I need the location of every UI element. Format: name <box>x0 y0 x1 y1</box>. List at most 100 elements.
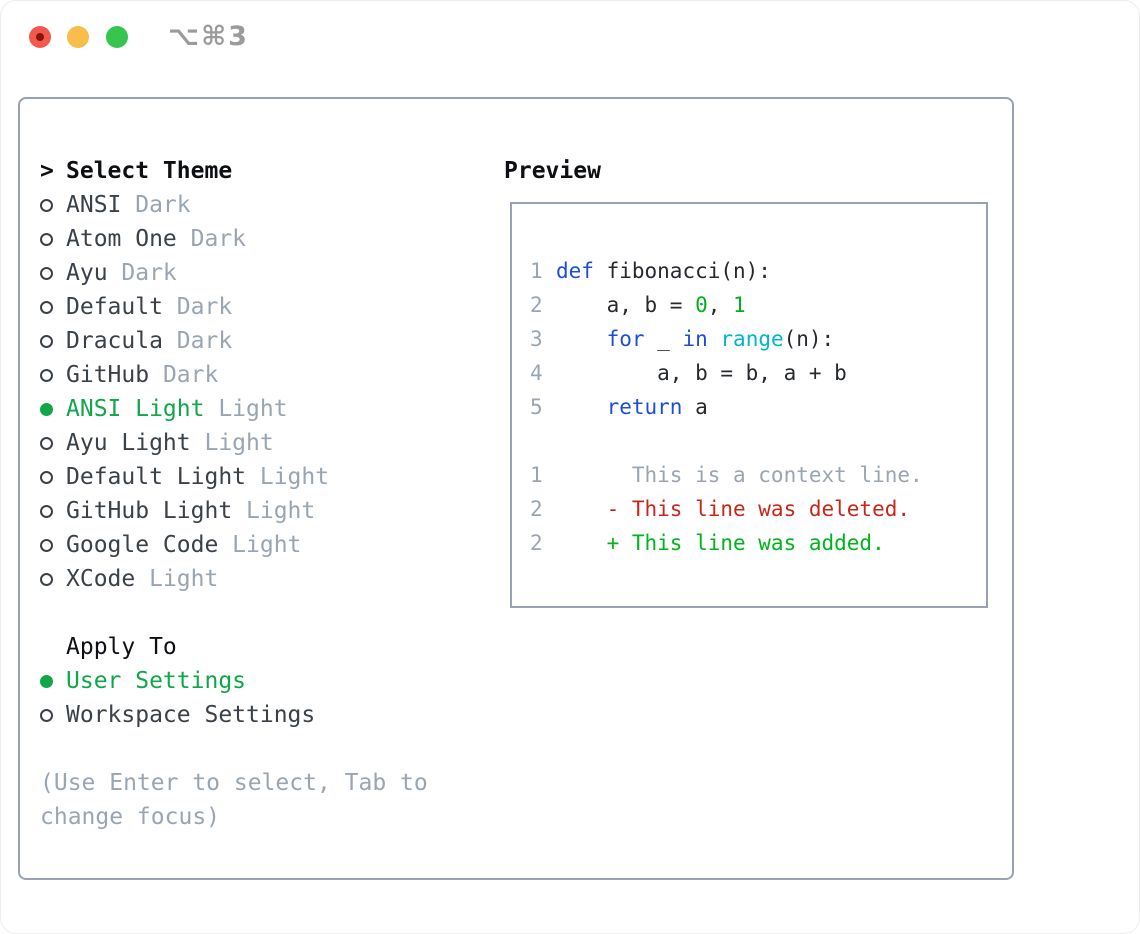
radio-unselected-icon <box>40 232 66 246</box>
theme-name: ANSI Light <box>66 396 205 422</box>
code-line: 4 a, b = b, a + b <box>530 356 980 390</box>
theme-variant: Dark <box>190 226 247 252</box>
theme-variant: Light <box>218 396 288 422</box>
line-number: 1 <box>530 463 543 487</box>
theme-variant: Light <box>149 566 219 592</box>
code-line: 5 return a <box>530 390 980 424</box>
diff-line: 2 + This line was added. <box>530 526 980 560</box>
radio-unselected-icon <box>40 368 66 382</box>
theme-variant: Light <box>259 464 330 490</box>
line-number: 2 <box>530 293 543 317</box>
spacer <box>40 596 428 630</box>
diff-example-block: 1 This is a context line.2 - This line w… <box>530 458 980 560</box>
theme-name: GitHub <box>66 362 150 388</box>
theme-list-title: Select Theme <box>66 158 233 184</box>
code-segment-num: 1 <box>733 293 746 317</box>
theme-variant: Dark <box>162 362 219 388</box>
focus-caret-icon: > <box>40 158 54 184</box>
radio-unselected-icon <box>40 436 66 450</box>
theme-name: Google Code <box>66 532 219 558</box>
theme-name: GitHub Light <box>66 498 233 524</box>
preview-title: Preview <box>504 158 601 184</box>
code-segment-del: - This line was deleted. <box>556 497 911 521</box>
radio-unselected-icon <box>40 198 66 212</box>
diff-line: 1 This is a context line. <box>530 458 980 492</box>
radio-selected-icon <box>40 674 66 688</box>
title-bar: ⌥⌘3 <box>0 0 1140 72</box>
theme-option-default[interactable]: Default Dark <box>40 290 428 324</box>
radio-unselected-icon <box>40 538 66 552</box>
radio-unselected-icon <box>40 300 66 314</box>
code-segment-plain: a, b = b, a + b <box>556 361 847 385</box>
theme-name: Dracula <box>66 328 163 354</box>
spacer <box>530 424 980 458</box>
code-line: 3 for _ in range(n): <box>530 322 980 356</box>
code-segment-plain: a, b = <box>556 293 696 317</box>
code-segment-builtin: range <box>720 327 784 351</box>
line-number: 3 <box>530 327 543 351</box>
theme-option-atom-one[interactable]: Atom One Dark <box>40 222 428 256</box>
theme-variant: Dark <box>176 294 233 320</box>
theme-variant: Dark <box>135 192 191 218</box>
radio-unselected-icon <box>40 708 66 722</box>
theme-name: ANSI <box>66 192 122 218</box>
code-segment-plain <box>556 322 607 356</box>
theme-name: XCode <box>66 566 136 592</box>
theme-name: Default <box>66 294 163 320</box>
keyboard-shortcut-label: ⌥⌘3 <box>168 21 249 52</box>
radio-unselected-icon <box>40 504 66 518</box>
theme-variant: Light <box>232 532 302 558</box>
code-segment-num: 0 <box>695 293 708 317</box>
code-segment-kw: for <box>606 327 645 351</box>
code-segment-plain: a <box>682 395 708 419</box>
minimize-button[interactable] <box>67 26 89 48</box>
line-number: 4 <box>530 361 543 385</box>
line-number: 1 <box>530 259 543 283</box>
theme-variant: Light <box>246 498 316 524</box>
theme-list-header: > Select Theme <box>40 154 428 188</box>
apply-option-label: Workspace Settings <box>66 702 316 728</box>
theme-name: Atom One <box>66 226 177 252</box>
theme-option-github-light[interactable]: GitHub Light Light <box>40 494 428 528</box>
diff-line: 2 - This line was deleted. <box>530 492 980 526</box>
usage-hint-line-2: change focus) <box>40 804 221 830</box>
theme-option-ayu[interactable]: Ayu Dark <box>40 256 428 290</box>
apply-to-title: Apply To <box>66 634 177 660</box>
apply-option-user-settings[interactable]: User Settings <box>40 664 428 698</box>
code-segment-plain: fibonacci(n): <box>593 259 771 283</box>
code-line: 2 a, b = 0, 1 <box>530 288 980 322</box>
apply-to-header: Apply To <box>40 630 428 664</box>
close-button[interactable] <box>29 26 51 48</box>
code-segment-plain <box>556 390 607 424</box>
maximize-button[interactable] <box>106 26 128 48</box>
theme-variant: Dark <box>121 260 177 286</box>
radio-unselected-icon <box>40 572 66 586</box>
theme-option-ansi[interactable]: ANSI Dark <box>40 188 428 222</box>
theme-variant: Light <box>204 430 274 456</box>
theme-name: Ayu Light <box>66 430 191 456</box>
radio-unselected-icon <box>40 470 66 484</box>
code-segment-kw: return <box>606 395 683 419</box>
theme-option-ansi-light[interactable]: ANSI Light Light <box>40 392 428 426</box>
code-segment-plain: (n): <box>783 327 835 351</box>
theme-option-xcode[interactable]: XCode Light <box>40 562 428 596</box>
radio-selected-icon <box>40 402 66 416</box>
theme-option-google-code[interactable]: Google Code Light <box>40 528 428 562</box>
code-segment-plain <box>708 322 721 356</box>
code-segment-plain: _ <box>644 327 683 351</box>
line-number: 5 <box>530 395 543 419</box>
apply-option-workspace-settings[interactable]: Workspace Settings <box>40 698 428 732</box>
theme-option-github[interactable]: GitHub Dark <box>40 358 428 392</box>
theme-option-ayu-light[interactable]: Ayu Light Light <box>40 426 428 460</box>
usage-hint-line-1: (Use Enter to select, Tab to <box>40 770 428 796</box>
theme-name: Ayu <box>66 260 108 286</box>
